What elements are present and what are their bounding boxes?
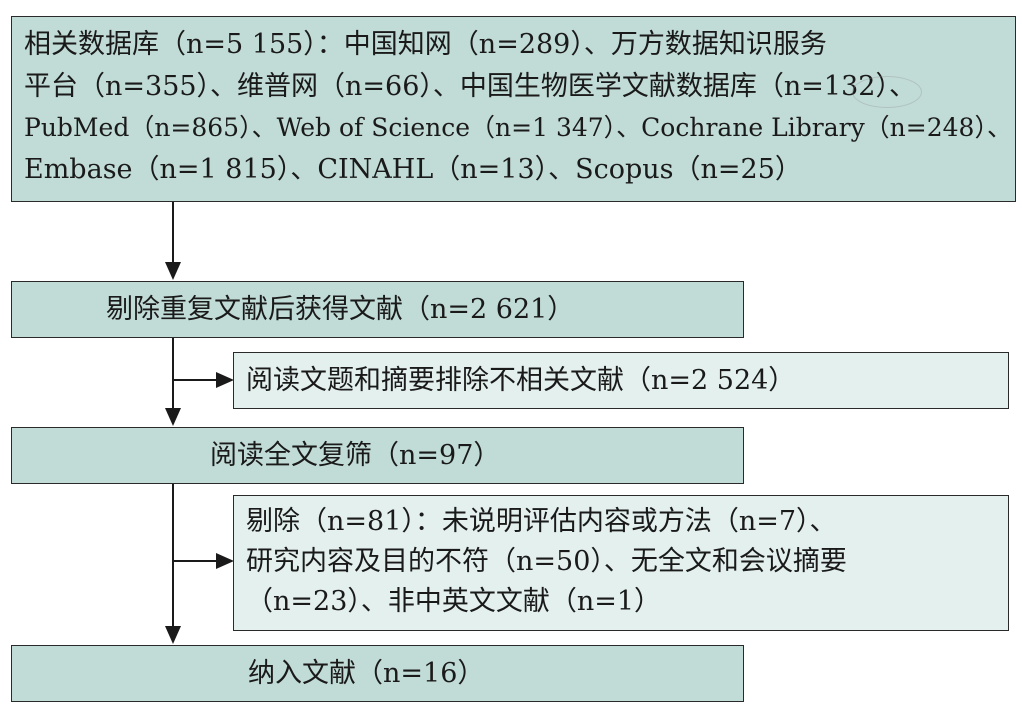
arrow-to-exclude-fulltext (173, 553, 234, 569)
included-box: 纳入文献（n=16） (11, 645, 744, 702)
arrow-fulltext-to-included (165, 484, 181, 644)
exclude-title-abstract-text: 阅读文题和摘要排除不相关文献（n=2 524） (246, 365, 796, 396)
sources-line-2: 平台（n=355）、维普网（n=66）、中国生物医学文献数据库（n=132）、 (24, 71, 916, 102)
included-text: 纳入文献（n=16） (248, 658, 485, 689)
arrow-sources-to-dedup (165, 201, 181, 280)
sources-line-4: Embase（n=1 815）、CINAHL（n=13）、Scopus（n=25… (24, 154, 802, 185)
exclude-fulltext-line-2: 研究内容及目的不符（n=50）、无全文和会议摘要 (246, 546, 847, 577)
dedup-text: 剔除重复文献后获得文献（n=2 621） (106, 294, 575, 325)
exclude-fulltext-box: 剔除（n=81）：未说明评估内容或方法（n=7）、 研究内容及目的不符（n=50… (233, 495, 1009, 631)
exclude-fulltext-line-3: （n=23）、非中英文文献（n=1） (246, 586, 662, 617)
fulltext-review-box: 阅读全文复筛（n=97） (11, 427, 744, 484)
arrow-to-exclude-title-abstract (173, 372, 234, 388)
sources-line-3: PubMed（n=865）、Web of Science（n=1 347）、Co… (24, 113, 1012, 142)
sources-box: 相关数据库（n=5 155）：中国知网（n=289）、万方数据知识服务 平台（n… (11, 16, 1016, 202)
fulltext-review-text: 阅读全文复筛（n=97） (210, 440, 501, 471)
arrow-dedup-to-fulltext (165, 338, 181, 426)
exclude-title-abstract-box: 阅读文题和摘要排除不相关文献（n=2 524） (233, 352, 1009, 409)
exclude-fulltext-line-1: 剔除（n=81）：未说明评估内容或方法（n=7）、 (246, 506, 837, 537)
watermark-seal (852, 76, 922, 108)
dedup-box: 剔除重复文献后获得文献（n=2 621） (11, 281, 744, 338)
sources-line-1: 相关数据库（n=5 155）：中国知网（n=289）、万方数据知识服务 (24, 29, 827, 60)
